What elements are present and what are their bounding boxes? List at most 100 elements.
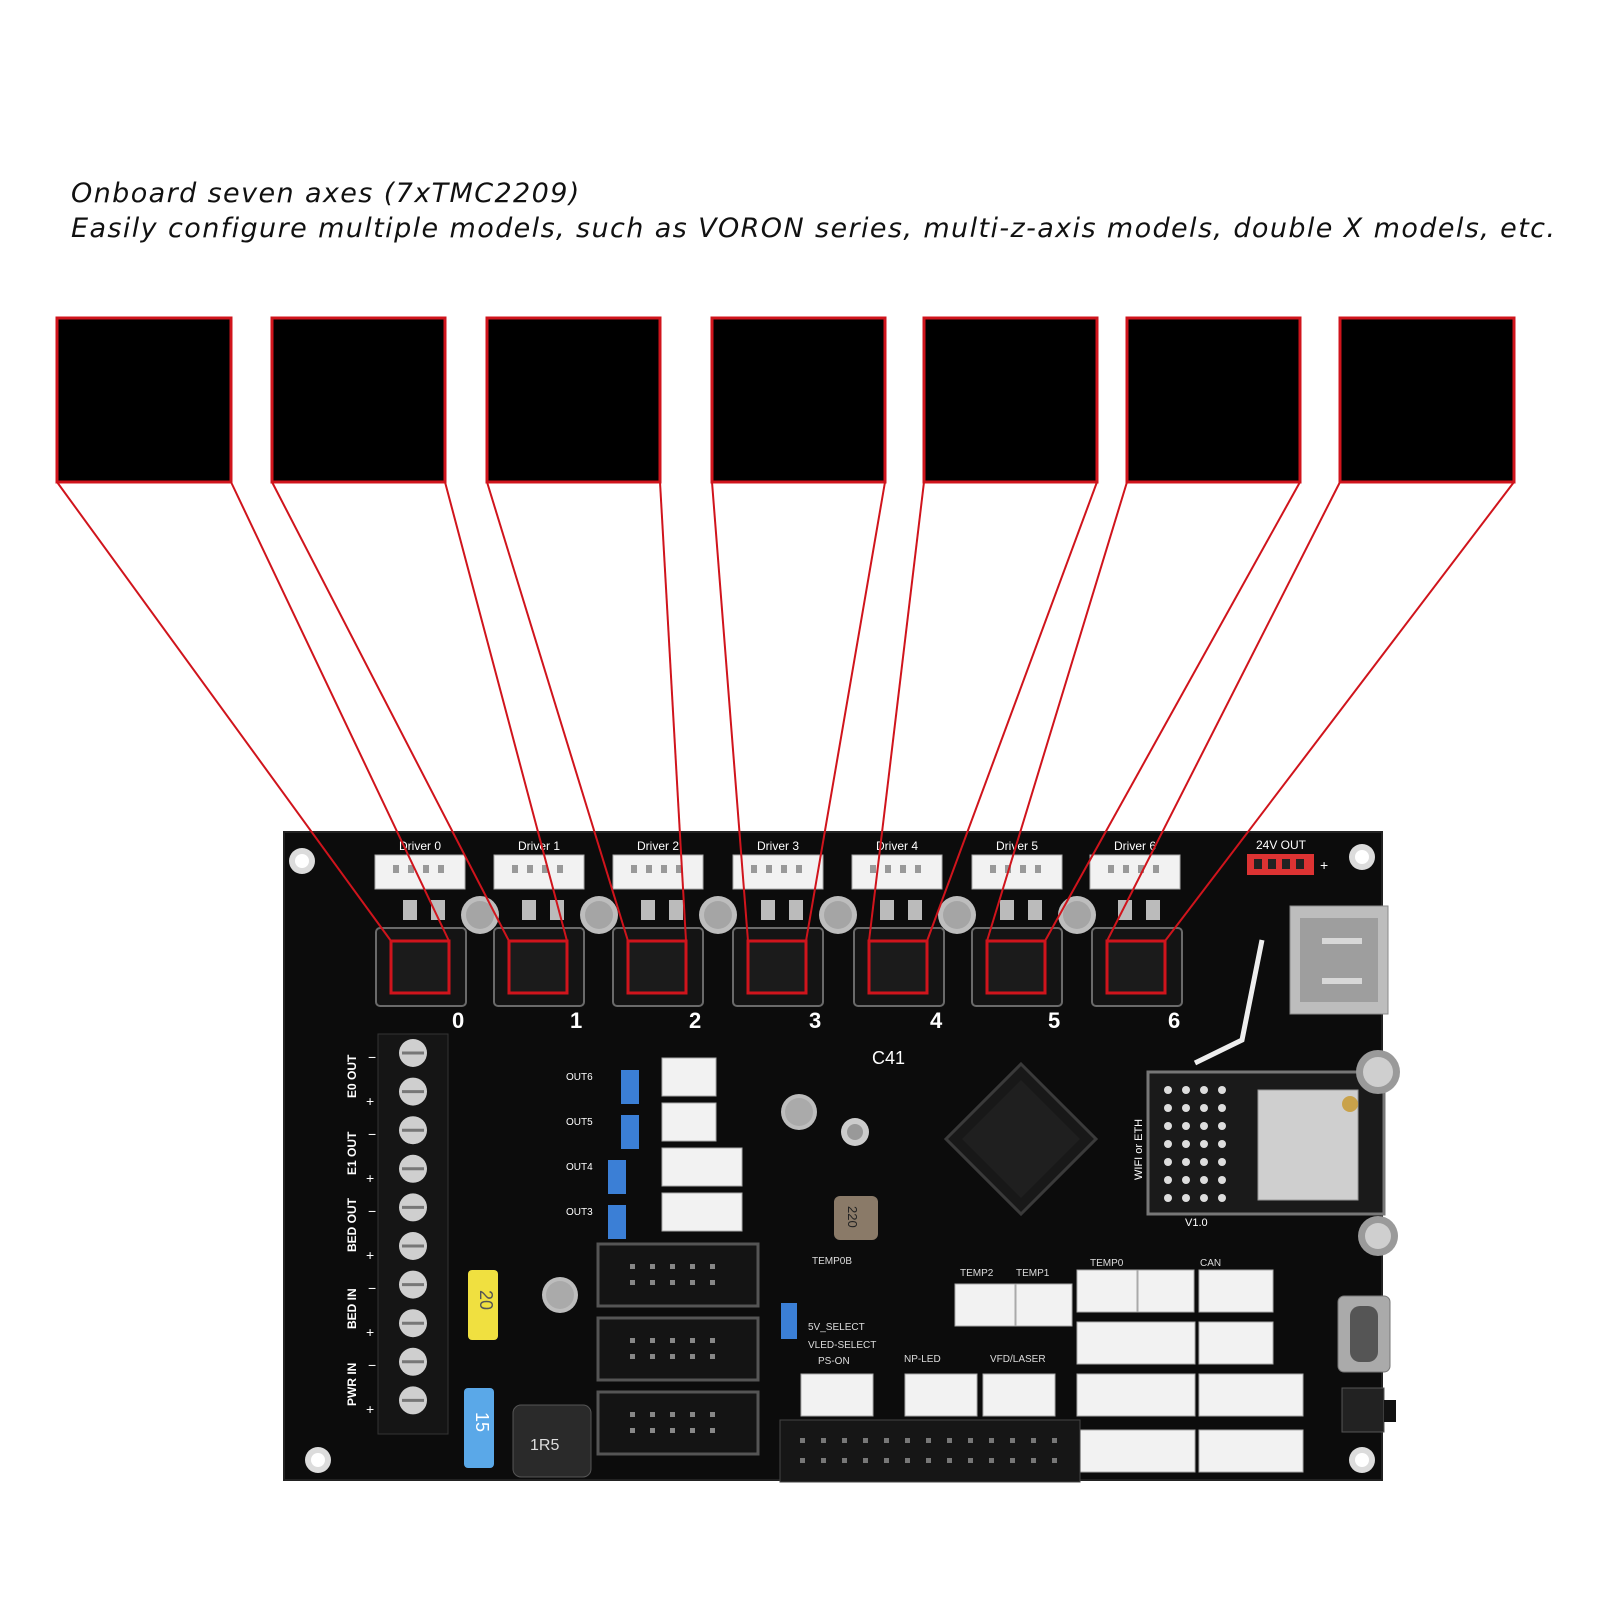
- driver-motor-connector: [374, 854, 466, 890]
- chip-highlight: [1105, 939, 1167, 995]
- jumper: [781, 1303, 797, 1339]
- jst-connector: [1198, 1373, 1304, 1417]
- fan-out-label: OUT5: [566, 1117, 593, 1128]
- fuse-15-label: 15: [472, 1412, 492, 1432]
- fuse-20-label: 20: [476, 1290, 496, 1310]
- silkscreen-line: [1193, 939, 1265, 1066]
- jst-connector: [982, 1373, 1056, 1417]
- driver-label: Driver 2: [637, 839, 679, 853]
- svg-text:+: +: [366, 1247, 374, 1263]
- version-label: V1.0: [1185, 1217, 1208, 1229]
- driver-label: Driver 6: [1114, 839, 1156, 853]
- callout-box: [922, 316, 1099, 484]
- fuse-15a: 15: [464, 1388, 494, 1468]
- fan-connector: [661, 1057, 717, 1097]
- mcu-chip: [943, 1061, 1099, 1217]
- wifi-label: WIFI or ETH: [1133, 1119, 1145, 1180]
- driver-number: 6: [1168, 1008, 1180, 1033]
- driver-motor-connector: [732, 854, 824, 890]
- ps-on-label: PS-ON: [818, 1356, 850, 1367]
- sensor-connectors: [800, 1269, 1304, 1473]
- fan-out-label: OUT3: [566, 1207, 593, 1218]
- sd-card-slot: [1289, 905, 1389, 1015]
- box-header: [596, 1390, 760, 1456]
- fan-out-label: OUT6: [566, 1072, 593, 1083]
- callouts: [55, 316, 1516, 995]
- driver-label: Driver 3: [757, 839, 799, 853]
- callout-box: [710, 316, 887, 484]
- headline-line-1: Onboard seven axes (7xTMC2209): [71, 178, 581, 209]
- fan-out-label: OUT4: [566, 1162, 593, 1173]
- callout-box: [1338, 316, 1516, 484]
- power-terminal-label: BED IN: [345, 1288, 359, 1329]
- jst-connector: [954, 1283, 1016, 1327]
- driver-motor-connector: [612, 854, 704, 890]
- chip-highlight: [867, 939, 929, 995]
- svg-text:220: 220: [845, 1206, 860, 1228]
- driver-callout: [485, 316, 688, 995]
- svg-text:−: −: [368, 1049, 376, 1065]
- svg-text:−: −: [368, 1357, 376, 1373]
- driver-number: 5: [1048, 1008, 1060, 1033]
- jumper: [621, 1115, 639, 1149]
- jumper: [621, 1070, 639, 1104]
- jst-connector: [1076, 1429, 1196, 1473]
- temp0-label: TEMP0: [1090, 1258, 1124, 1269]
- power-terminal-block: E0 OUT−+E1 OUT−+BED OUT−+BED IN−+PWR IN−…: [345, 1033, 449, 1435]
- jst-connector: [800, 1373, 874, 1417]
- box-header: [596, 1316, 760, 1382]
- fan-connector: [661, 1147, 743, 1187]
- driver-callout: [710, 316, 887, 995]
- power-terminal-label: E0 OUT: [345, 1054, 359, 1098]
- out-24v-label: 24V OUT: [1256, 838, 1307, 852]
- callout-box: [1125, 316, 1302, 484]
- jumper: [608, 1205, 626, 1239]
- jst-connector: [1015, 1283, 1073, 1327]
- chip-highlight: [985, 939, 1047, 995]
- box-header: [596, 1242, 760, 1308]
- callout-box: [55, 316, 233, 484]
- vled-select-label: VLED-SELECT: [808, 1340, 876, 1351]
- driver-callout: [867, 316, 1099, 995]
- driver-number: 3: [809, 1008, 821, 1033]
- driver-motor-connector: [971, 854, 1063, 890]
- driver-label: Driver 1: [518, 839, 560, 853]
- chip-highlight: [626, 939, 688, 995]
- temp0b-label: TEMP0B: [812, 1256, 852, 1267]
- power-terminal-label: PWR IN: [345, 1363, 359, 1406]
- np-led-label: NP-LED: [904, 1354, 941, 1365]
- wifi-module: WIFI or ETH V1.0: [1133, 1070, 1386, 1229]
- inductor-220: 220: [834, 1196, 878, 1240]
- screw-icon: [1356, 1050, 1400, 1256]
- callout-box: [270, 316, 447, 484]
- chip-highlight: [746, 939, 808, 995]
- jst-connector: [904, 1373, 978, 1417]
- driver-label: Driver 5: [996, 839, 1038, 853]
- driver-callout: [1105, 316, 1516, 995]
- svg-text:−: −: [368, 1126, 376, 1142]
- svg-text:−: −: [368, 1280, 376, 1296]
- inductor-1r5: 1R5: [512, 1404, 592, 1478]
- jst-connector: [1198, 1269, 1274, 1313]
- driver-callout: [55, 316, 451, 995]
- chip-highlight: [389, 939, 451, 995]
- jst-connector: [1137, 1269, 1195, 1313]
- svg-text:1R5: 1R5: [530, 1437, 559, 1454]
- driver-number: 2: [689, 1008, 701, 1033]
- jumper: [608, 1160, 626, 1194]
- power-terminal-label: E1 OUT: [345, 1131, 359, 1175]
- jst-connector: [1076, 1269, 1138, 1313]
- jst-connector: [1198, 1321, 1274, 1365]
- driver-number: 4: [930, 1008, 943, 1033]
- temp1-label: TEMP1: [1016, 1268, 1050, 1279]
- power-terminal-label: BED OUT: [345, 1197, 359, 1252]
- capacitor: [542, 1094, 869, 1313]
- driver-motor-connector: [851, 854, 943, 890]
- temp2-label: TEMP2: [960, 1268, 994, 1279]
- usb-c-port: [1337, 1295, 1391, 1373]
- fan-connector: [661, 1102, 717, 1142]
- driver-callout: [985, 316, 1302, 995]
- 5v-select-label: 5V_SELECT: [808, 1322, 865, 1333]
